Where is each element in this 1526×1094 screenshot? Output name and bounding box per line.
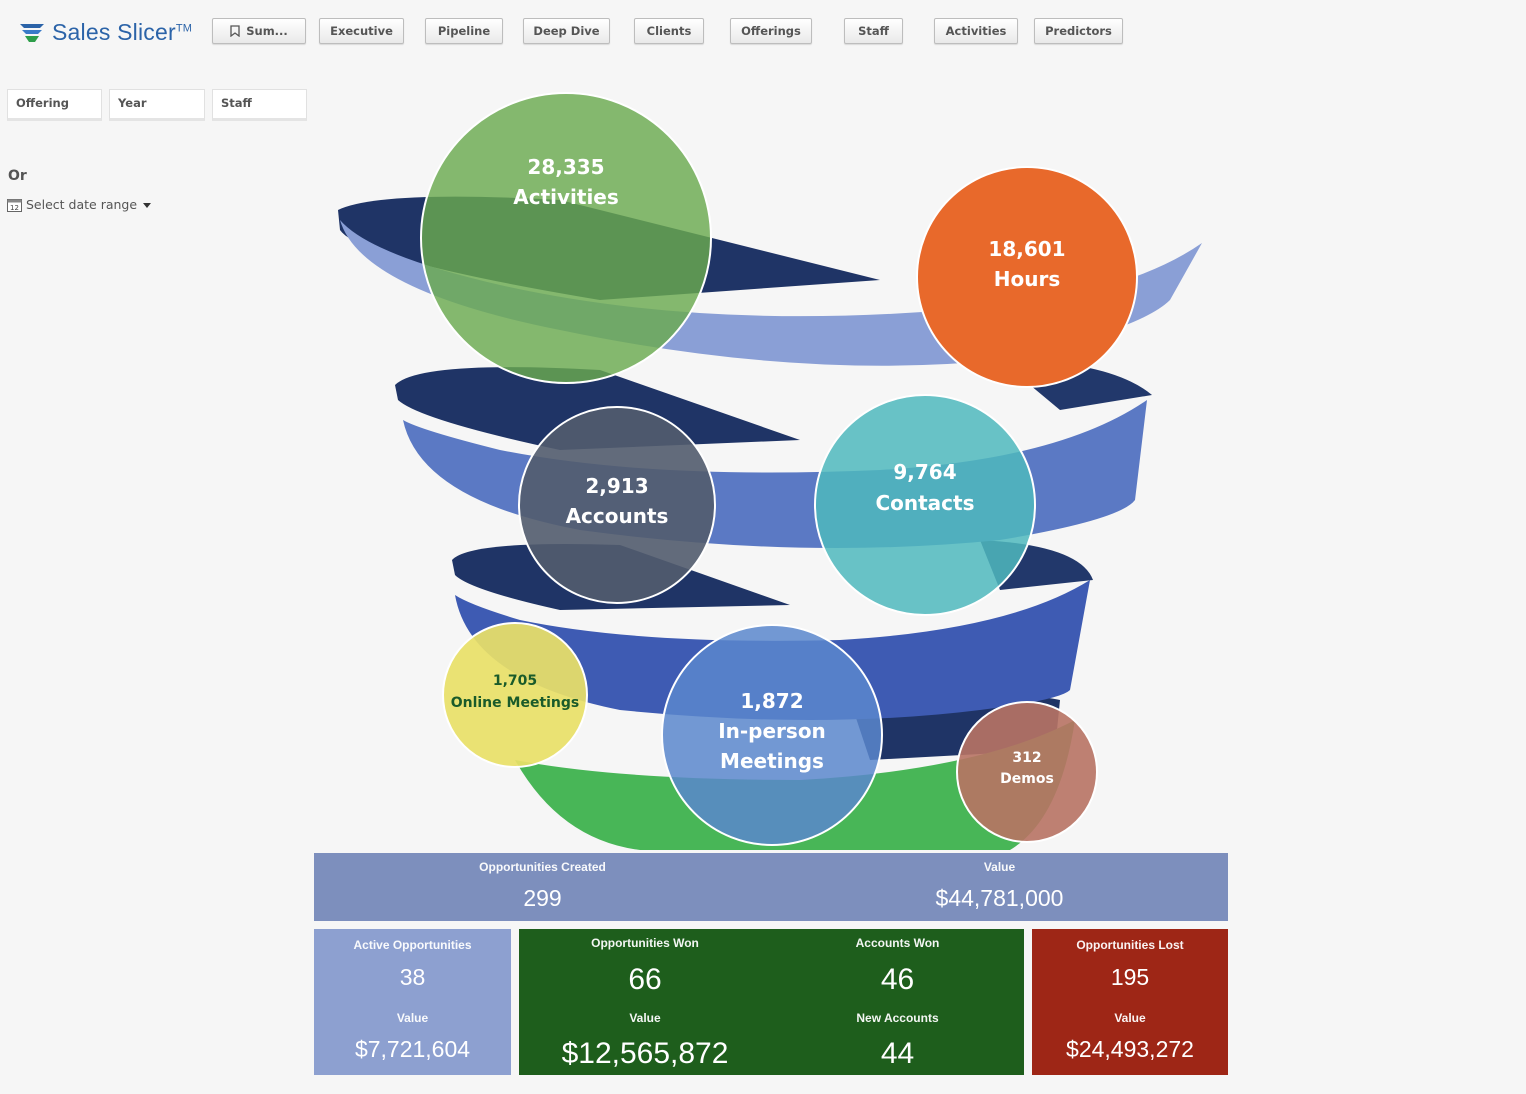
opportunities-won-value: 66 xyxy=(628,963,662,996)
tab-label: Staff xyxy=(858,24,889,38)
tab-label: Sum... xyxy=(246,24,288,38)
opportunities-lost-tile: Opportunities Lost 195 Value $24,493,272 xyxy=(1032,929,1228,1075)
tab-label: Executive xyxy=(330,24,393,38)
filter-label: Staff xyxy=(221,96,252,110)
calendar-icon: 12 xyxy=(7,198,22,212)
opportunities-lost-label: Opportunities Lost xyxy=(1076,938,1184,952)
bubble-hours xyxy=(916,166,1138,388)
won-amount: $12,565,872 xyxy=(561,1037,729,1070)
date-range-picker[interactable]: 12 Select date range xyxy=(7,197,153,212)
date-range-label: Select date range xyxy=(26,197,138,212)
tab-pipeline[interactable]: Pipeline xyxy=(425,18,503,44)
lost-value-label: Value xyxy=(1114,1011,1146,1025)
contacts-label: Contacts xyxy=(875,491,974,515)
tab-label: Predictors xyxy=(1045,24,1112,38)
demos-value: 312 xyxy=(1012,750,1041,766)
inperson-value: 1,872 xyxy=(740,689,803,713)
active-opportunities-value: 38 xyxy=(399,964,426,990)
opportunities-created-label: Opportunities Created xyxy=(479,860,606,874)
tab-label: Offerings xyxy=(741,24,801,38)
tab-label: Pipeline xyxy=(437,24,491,38)
tab-activities[interactable]: Activities xyxy=(934,18,1018,44)
inperson-label-2: Meetings xyxy=(720,749,824,773)
hours-value: 18,601 xyxy=(988,237,1065,261)
bubble-activities xyxy=(420,92,712,384)
lost-amount: $24,493,272 xyxy=(1066,1036,1194,1062)
accounts-won-label: Accounts Won xyxy=(855,936,940,950)
opportunities-won-tile: Opportunities Won 66 Value $12,565,872 A… xyxy=(519,929,1024,1075)
active-opportunities-label: Active Opportunities xyxy=(353,938,472,952)
tab-predictors[interactable]: Predictors xyxy=(1034,18,1123,44)
accounts-value: 2,913 xyxy=(585,474,648,498)
active-value-label: Value xyxy=(396,1011,429,1025)
opportunities-lost-value: 195 xyxy=(1110,964,1150,990)
created-value-label: Value xyxy=(983,860,1016,874)
activities-label: Activities xyxy=(513,185,619,209)
tab-label: Activities xyxy=(945,24,1007,38)
svg-text:12: 12 xyxy=(10,204,19,212)
accounts-label: Accounts xyxy=(566,504,669,528)
contacts-value: 9,764 xyxy=(893,460,956,484)
bubble-demos xyxy=(956,701,1098,843)
staff-filter[interactable]: Staff xyxy=(212,89,307,121)
bubble-inperson-meetings xyxy=(661,624,883,846)
new-accounts-label: New Accounts xyxy=(856,1011,939,1025)
accounts-won-value: 46 xyxy=(880,963,915,996)
online-meetings-label: Online Meetings xyxy=(451,695,580,711)
created-amount: $44,781,000 xyxy=(935,885,1064,911)
tab-deep-dive[interactable]: Deep Dive xyxy=(523,18,610,44)
filter-label: Year xyxy=(118,96,147,110)
or-label: Or xyxy=(8,168,27,184)
tab-label: Clients xyxy=(646,24,692,38)
bubble-accounts xyxy=(518,406,716,604)
opportunities-won-label: Opportunities Won xyxy=(591,936,699,950)
offering-filter[interactable]: Offering xyxy=(7,89,102,121)
tab-executive[interactable]: Executive xyxy=(319,18,404,44)
bookmark-icon xyxy=(230,25,240,37)
filter-label: Offering xyxy=(16,96,69,110)
year-filter[interactable]: Year xyxy=(109,89,205,121)
tab-label: Deep Dive xyxy=(533,24,600,38)
slicer-logo-icon xyxy=(20,24,44,42)
opportunities-created-tile: Opportunities Created 299 Value $44,781,… xyxy=(314,853,1228,921)
inperson-label-1: In-person xyxy=(718,719,826,743)
tab-staff[interactable]: Staff xyxy=(844,18,903,44)
app-title: Sales SlicerTM xyxy=(52,18,193,45)
online-meetings-value: 1,705 xyxy=(493,673,537,689)
active-amount: $7,721,604 xyxy=(354,1036,471,1062)
won-value-label: Value xyxy=(629,1011,661,1025)
tab-offerings[interactable]: Offerings xyxy=(730,18,812,44)
active-opportunities-tile: Active Opportunities 38 Value $7,721,604 xyxy=(314,929,511,1075)
hours-label: Hours xyxy=(994,267,1060,291)
demos-label: Demos xyxy=(1000,771,1054,787)
new-accounts-value: 44 xyxy=(880,1037,915,1070)
caret-down-icon xyxy=(143,202,152,208)
opportunities-created-value: 299 xyxy=(523,885,562,911)
tab-clients[interactable]: Clients xyxy=(634,18,704,44)
activities-value: 28,335 xyxy=(527,155,604,179)
app-logo[interactable]: Sales SlicerTM xyxy=(18,18,192,46)
tab-summary[interactable]: Sum... xyxy=(212,18,306,44)
bubble-contacts xyxy=(814,394,1036,616)
bubble-online-meetings xyxy=(442,622,588,768)
